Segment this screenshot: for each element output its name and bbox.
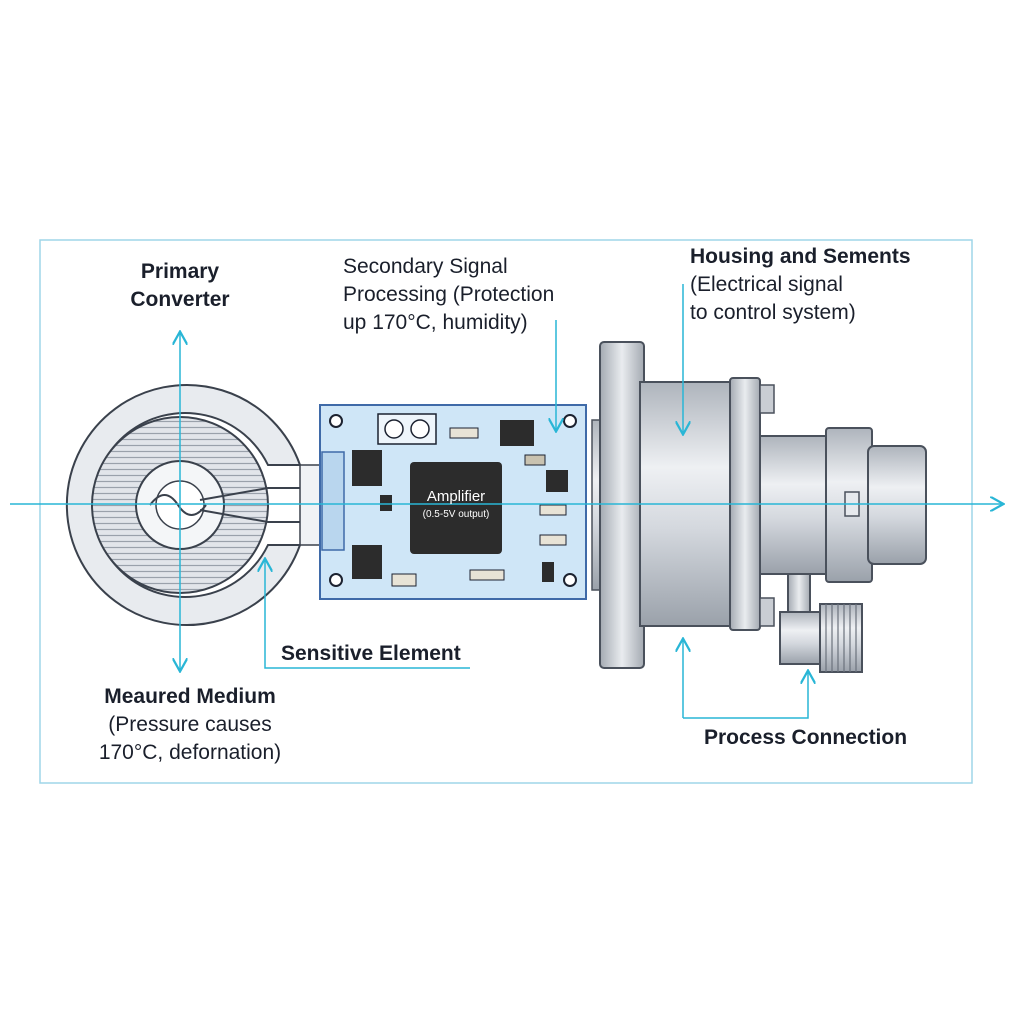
- signal-processing-pcb: [319, 404, 587, 600]
- sensor-housing: [591, 341, 927, 673]
- housing-line-1: (Electrical signal: [690, 273, 843, 296]
- amplifier-chip: [410, 462, 502, 554]
- leader-lines: [10, 284, 1002, 719]
- secondary-signal-label: Secondary Signal Processing (Protection …: [343, 253, 554, 337]
- amplifier-output-label: (0.5-5V output): [422, 509, 490, 520]
- housing-label: Housing and Sements (Electrical signal t…: [690, 243, 911, 327]
- primary-converter-label: Primary Converter: [95, 258, 265, 314]
- sensitive-element-label: Sensitive Element: [281, 642, 461, 665]
- measured-medium-line-1: (Pressure causes: [108, 713, 272, 736]
- primary-converter-line-1: Primary: [140, 260, 220, 283]
- process-connection-label: Process Connection: [704, 726, 908, 749]
- amplifier-label: Amplifier: [426, 488, 486, 505]
- secondary-signal-line-2: Processing (Protection: [343, 283, 555, 306]
- secondary-signal-line-1: Secondary Signal: [343, 255, 508, 278]
- secondary-signal-line-3: up 170°C, humidity): [343, 311, 528, 334]
- measured-medium-line-2: 170°C, defornation): [98, 741, 282, 764]
- housing-line-2: to control system): [690, 301, 856, 324]
- housing-title: Housing and Sements: [690, 245, 911, 268]
- diagram-frame: [39, 239, 973, 784]
- primary-converter-line-2: Converter: [130, 288, 230, 311]
- measured-medium-label: Meaured Medium (Pressure causes 170°C, d…: [70, 683, 310, 767]
- measured-medium-title: Meaured Medium: [104, 685, 276, 708]
- primary-converter-diaphragm: [65, 384, 321, 626]
